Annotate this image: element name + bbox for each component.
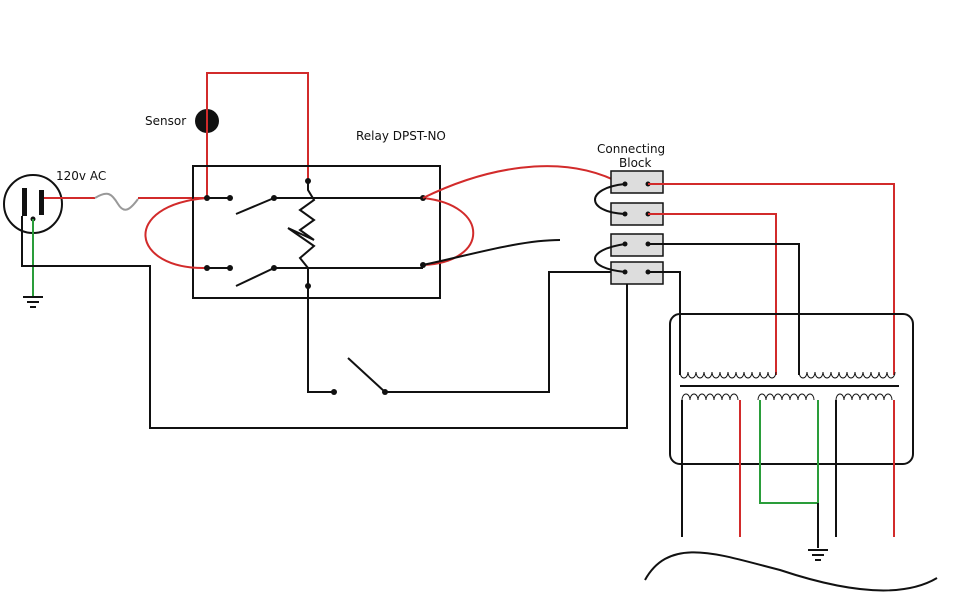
relay-contact-bottom-arm [235, 267, 275, 287]
relay-contact-top-arm [235, 197, 275, 215]
switch-to-block-wire [385, 271, 627, 393]
sensor-loop-wire [206, 72, 309, 198]
relay-input-loop [144, 197, 208, 270]
connecting-block [610, 170, 664, 285]
block-label-line2: Block [619, 156, 652, 170]
block-jumper-2 [594, 243, 626, 273]
relay-box [192, 165, 441, 299]
block-out-2-wire [648, 213, 777, 375]
secondary-winding-2 [757, 393, 815, 401]
ground-icon [23, 296, 43, 308]
fuse-icon [94, 192, 139, 211]
bottom-curve [644, 551, 938, 592]
outlet-neutral-wire [21, 216, 628, 429]
block-terminal-1 [610, 170, 664, 194]
relay-to-block-wire [422, 165, 623, 199]
outlet [3, 174, 63, 234]
secondary-winding-1 [681, 393, 739, 401]
sensor-label: Sensor [145, 114, 186, 128]
primary-winding-left [679, 371, 777, 379]
relay-coil-icon [287, 181, 316, 286]
block-out-1-wire [648, 183, 895, 375]
secondary-winding-3 [835, 393, 893, 401]
block-jumper-1 [594, 183, 626, 215]
switch-terminal-left [331, 389, 337, 395]
transformer-box [669, 313, 914, 465]
secondary-lead-3 [759, 400, 819, 504]
primary-winding-right [798, 371, 896, 379]
relay-output-loop [422, 197, 475, 266]
coil-to-switch-wire [307, 286, 334, 393]
outlet-slot-left [22, 188, 27, 216]
block-out-4-wire [648, 271, 681, 375]
relay-terminals [204, 178, 426, 289]
block-out-3-wire [648, 243, 800, 375]
ground-icon [808, 549, 828, 561]
outlet-slot-right [39, 190, 44, 215]
outlet-label: 120v AC [56, 169, 106, 183]
relay-bottom-to-block-wire [422, 239, 561, 266]
switch-icon [347, 357, 386, 393]
block-label-line1: Connecting [597, 142, 665, 156]
relay-label: Relay DPST-NO [356, 129, 446, 143]
